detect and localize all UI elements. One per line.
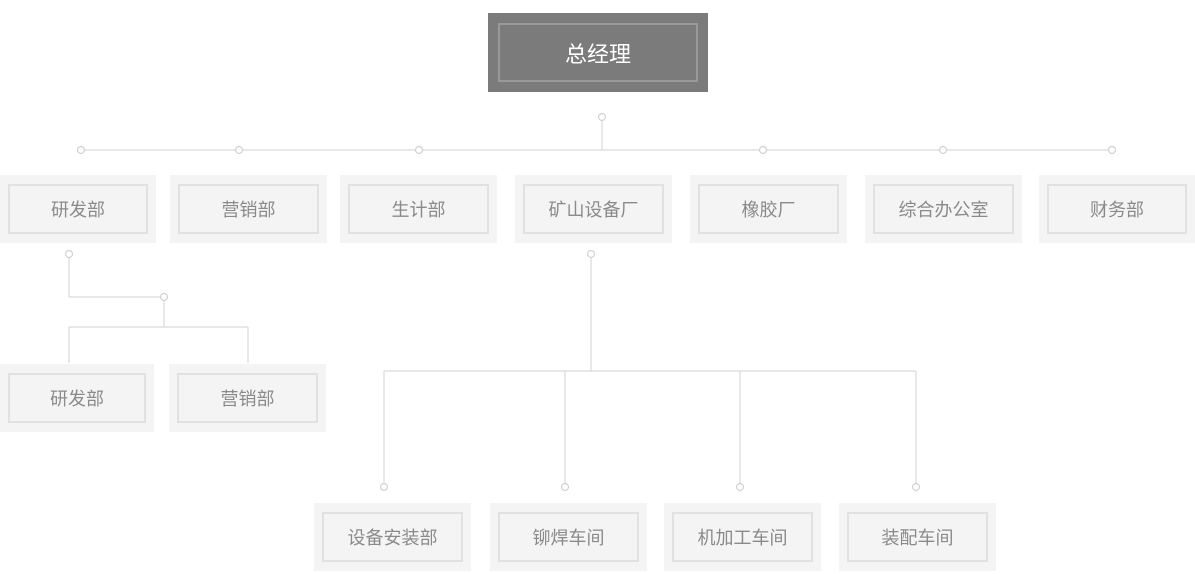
node-label: 研发部 — [8, 373, 146, 423]
node-rd-sub-rd: 研发部 — [0, 364, 154, 432]
node-mining-equipment-plant: 矿山设备厂 — [515, 175, 672, 243]
node-general-office: 综合办公室 — [865, 175, 1022, 243]
node-assembly-workshop: 装配车间 — [839, 503, 996, 571]
node-finance-dept: 财务部 — [1039, 175, 1195, 243]
node-planning-dept: 生计部 — [340, 175, 497, 243]
connector-dot — [560, 482, 570, 492]
connector-dot — [758, 145, 768, 155]
node-equipment-installation: 设备安装部 — [314, 503, 471, 571]
connector-dot — [938, 145, 948, 155]
node-riveting-welding-workshop: 铆焊车间 — [490, 503, 647, 571]
node-label: 研发部 — [8, 184, 148, 234]
connector-dot — [911, 482, 921, 492]
node-label: 总经理 — [498, 23, 698, 82]
node-label: 铆焊车间 — [498, 512, 639, 562]
connector-dot — [586, 249, 596, 259]
node-label: 营销部 — [178, 184, 319, 234]
connector-dot — [234, 145, 244, 155]
node-label: 橡胶厂 — [698, 184, 839, 234]
connector-dot — [735, 482, 745, 492]
node-rd-sub-marketing: 营销部 — [169, 364, 326, 432]
node-label: 财务部 — [1047, 184, 1187, 234]
node-marketing-dept: 营销部 — [170, 175, 327, 243]
node-rubber-plant: 橡胶厂 — [690, 175, 847, 243]
connector-dot — [1107, 145, 1117, 155]
connector-dot — [76, 145, 86, 155]
connector-dot — [597, 112, 607, 122]
connector-dot — [64, 249, 74, 259]
node-label: 机加工车间 — [672, 512, 813, 562]
node-rd-dept: 研发部 — [0, 175, 156, 243]
connector-dot — [379, 482, 389, 492]
connector-dot — [414, 145, 424, 155]
node-label: 营销部 — [177, 373, 318, 423]
node-label: 综合办公室 — [873, 184, 1014, 234]
node-label: 设备安装部 — [322, 512, 463, 562]
node-general-manager: 总经理 — [488, 13, 708, 92]
node-machining-workshop: 机加工车间 — [664, 503, 821, 571]
node-label: 装配车间 — [847, 512, 988, 562]
node-label: 生计部 — [348, 184, 489, 234]
connector-dot — [159, 292, 169, 302]
node-label: 矿山设备厂 — [523, 184, 664, 234]
